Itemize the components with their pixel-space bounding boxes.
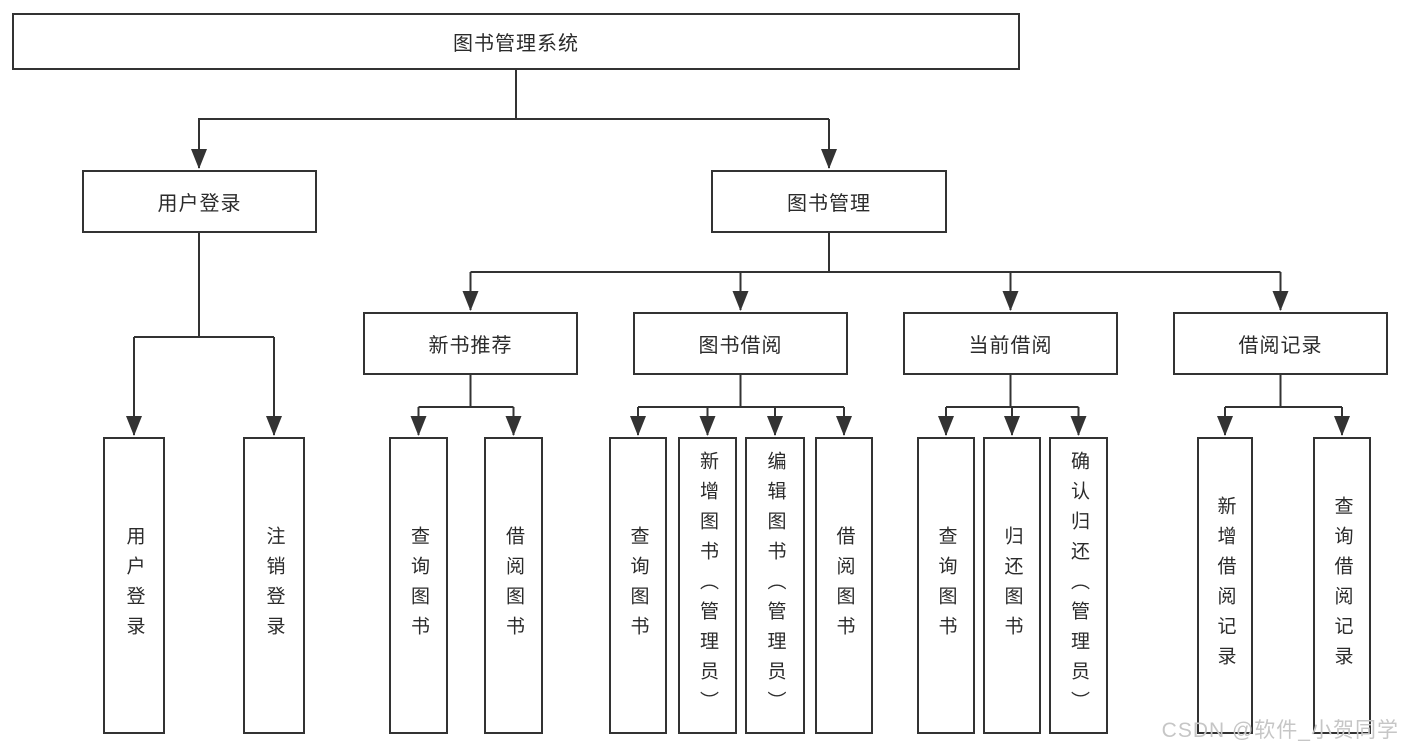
leaf-query-books-borrow-box: 查询图书 (609, 437, 667, 734)
branch-book-management-label: 图书管理 (787, 193, 871, 215)
branch-book-management-box: 图书管理 (711, 170, 947, 233)
leaf-query-borrow-record-box: 查询借阅记录 (1313, 437, 1371, 734)
leaf-borrow-books-box: 借阅图书 (815, 437, 873, 734)
leaf-add-borrow-record-label: 新增借阅记录 (1214, 495, 1236, 676)
leaf-borrow-books-recommend-box: 借阅图书 (484, 437, 543, 734)
leaf-user-login-box: 用户登录 (103, 437, 165, 734)
leaf-query-borrow-record-label: 查询借阅记录 (1331, 495, 1353, 676)
leaf-return-book-box: 归还图书 (983, 437, 1041, 734)
section-new-book-recommend-label: 新书推荐 (428, 335, 513, 357)
section-current-borrow-box: 当前借阅 (903, 312, 1118, 375)
section-borrow-record-label: 借阅记录 (1238, 335, 1323, 357)
leaf-edit-book-admin-label: 编辑图书（管理员） (764, 450, 786, 721)
root-system-box: 图书管理系统 (12, 13, 1020, 70)
leaf-confirm-return-admin-box: 确认归还（管理员） (1049, 437, 1108, 734)
root-system-label: 图书管理系统 (453, 33, 579, 55)
leaf-logout-box: 注销登录 (243, 437, 305, 734)
branch-user-login-box: 用户登录 (82, 170, 317, 233)
section-current-borrow-label: 当前借阅 (968, 335, 1053, 357)
leaf-user-login-label: 用户登录 (123, 525, 145, 646)
section-new-book-recommend-box: 新书推荐 (363, 312, 578, 375)
leaf-borrow-books-recommend-label: 借阅图书 (503, 525, 524, 646)
leaf-query-books-current-label: 查询图书 (935, 525, 957, 646)
leaf-query-books-current-box: 查询图书 (917, 437, 975, 734)
leaf-query-books-recommend-label: 查询图书 (408, 525, 429, 646)
leaf-add-book-admin-box: 新增图书（管理员） (678, 437, 737, 734)
csdn-watermark: CSDN @软件_小贺同学 (1161, 719, 1399, 742)
leaf-confirm-return-admin-label: 确认归还（管理员） (1068, 450, 1089, 721)
leaf-edit-book-admin-box: 编辑图书（管理员） (745, 437, 805, 734)
leaf-query-books-recommend-box: 查询图书 (389, 437, 448, 734)
leaf-add-borrow-record-box: 新增借阅记录 (1197, 437, 1253, 734)
leaf-logout-label: 注销登录 (263, 525, 285, 646)
leaf-borrow-books-label: 借阅图书 (833, 525, 855, 646)
section-book-borrow-box: 图书借阅 (633, 312, 848, 375)
section-borrow-record-box: 借阅记录 (1173, 312, 1388, 375)
leaf-add-book-admin-label: 新增图书（管理员） (697, 450, 718, 721)
branch-user-login-label: 用户登录 (157, 193, 242, 215)
leaf-query-books-borrow-label: 查询图书 (627, 525, 649, 646)
leaf-return-book-label: 归还图书 (1001, 525, 1023, 646)
section-book-borrow-label: 图书借阅 (698, 335, 783, 357)
